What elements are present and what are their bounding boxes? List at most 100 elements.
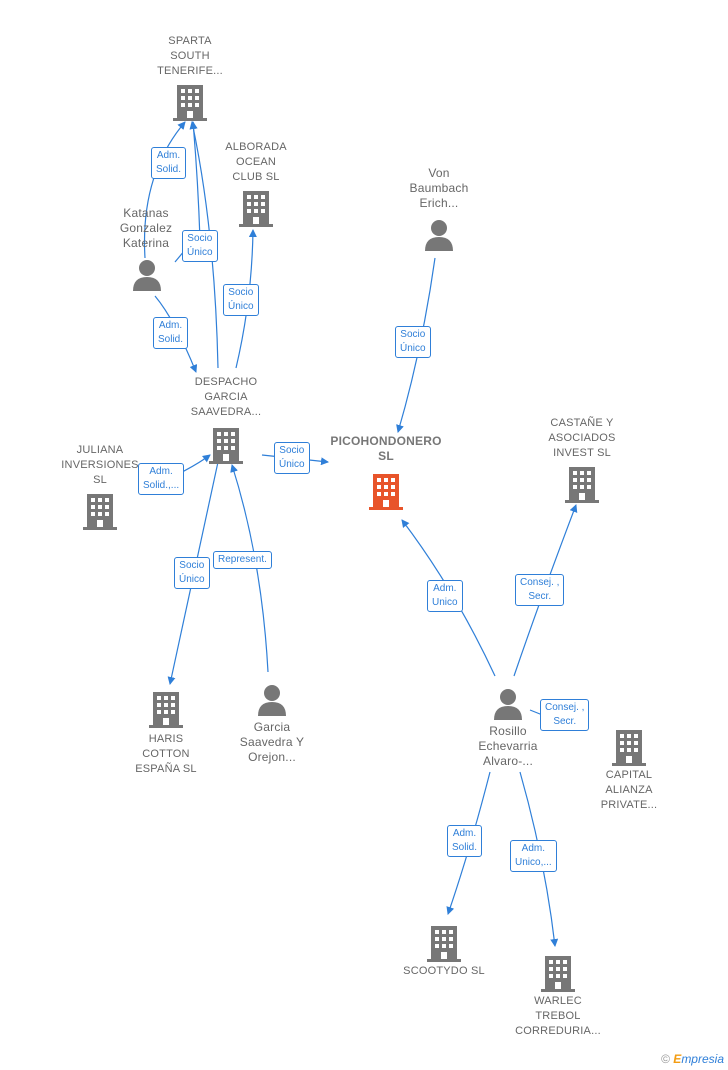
badge-line-1: Socio: [400, 329, 426, 340]
node-haris-label-1: HARIS: [148, 733, 184, 745]
node-castane-label-2: ASOCIADOS: [548, 432, 616, 444]
badge-line-2: Único: [279, 459, 305, 470]
badge-line-1: Adm.: [452, 828, 477, 839]
edge-badge-represent[interactable]: Represent.: [213, 551, 272, 569]
badge-line-1: Socio: [187, 233, 213, 244]
edge-katanas-sparta: [143, 121, 186, 259]
edge-badge-socio-unico[interactable]: Socio Único: [395, 326, 431, 358]
building-icon: [209, 428, 243, 464]
edge-badge-adm-solid[interactable]: Adm. Solid.: [153, 317, 189, 349]
node-warlec-label-3: CORREDURIA...: [515, 1025, 601, 1037]
badge-line-1: Represent.: [218, 554, 267, 565]
building-icon: [612, 730, 646, 766]
brand-watermark: © Empresia: [661, 1052, 724, 1066]
brand-logo-letter: E: [673, 1052, 682, 1066]
node-katanas[interactable]: Katanas Gonzalez Katerina: [100, 206, 192, 291]
node-castane[interactable]: CASTAÑE Y ASOCIADOS INVEST SL: [532, 416, 632, 503]
badge-line-2: Solid.,...: [143, 480, 180, 491]
node-scootydo[interactable]: SCOOTYDO SL: [394, 924, 494, 979]
badge-line-1: Adm.: [149, 466, 173, 477]
node-katanas-label-1: Katanas: [123, 206, 169, 220]
edge-badge-adm-solid[interactable]: Adm. Solid.,...: [138, 463, 185, 495]
node-capital[interactable]: CAPITAL ALIANZA PRIVATE...: [584, 728, 674, 813]
node-capital-label-3: PRIVATE...: [600, 799, 658, 811]
node-despacho-label-2: GARCIA: [204, 391, 248, 403]
node-warlec[interactable]: WARLEC TREBOL CORREDURIA...: [504, 954, 612, 1039]
node-picohondonero[interactable]: PICOHONDONERO SL: [320, 434, 452, 510]
badge-line-1: Adm.: [158, 320, 183, 331]
node-castane-label-1: CASTAÑE Y: [550, 417, 614, 429]
node-rosillo-label-3: Alvaro-...: [482, 754, 533, 768]
node-warlec-label-1: WARLEC: [534, 995, 582, 1007]
badge-line-2: Unico,...: [515, 857, 552, 868]
node-sparta-label-3: TENERIFE...: [157, 65, 223, 77]
building-icon: [149, 692, 183, 728]
node-alborada[interactable]: ALBORADA OCEAN CLUB SL: [206, 140, 306, 227]
edge-badge-adm-unico[interactable]: Adm. Unico: [427, 580, 463, 612]
node-juliana-label-1: JULIANA: [76, 444, 124, 456]
edge-badge-socio-unico[interactable]: Socio Único: [174, 557, 210, 589]
badge-line-1: Socio: [279, 445, 305, 456]
badge-line-1: Socio: [179, 560, 205, 571]
edge-badge-consej-secr[interactable]: Consej. , Secr.: [540, 699, 590, 731]
node-rosillo-label-2: Echevarria: [478, 739, 538, 753]
badge-line-2: Único: [179, 574, 205, 585]
badge-line-2: Secr.: [528, 591, 552, 602]
badge-line-1: Socio: [228, 287, 254, 298]
edge-badge-socio-unico[interactable]: Socio Único: [223, 284, 259, 316]
copyright-icon: ©: [661, 1052, 670, 1066]
node-von-label-2: Baumbach: [409, 181, 469, 195]
person-icon: [258, 685, 286, 716]
edge-badge-socio-unico[interactable]: Socio Único: [274, 442, 310, 474]
node-despacho-label-3: SAAVEDRA...: [190, 406, 262, 418]
edge-badge-consej-secr[interactable]: Consej. , Secr.: [515, 574, 565, 606]
node-alborada-label-2: OCEAN: [235, 156, 277, 168]
building-icon: [565, 467, 599, 503]
badge-line-2: Solid.: [158, 334, 184, 345]
badge-line-1: Consej. ,: [545, 702, 585, 713]
node-capital-label-2: ALIANZA: [605, 784, 653, 796]
building-icon: [239, 191, 273, 227]
building-icon: [427, 926, 461, 962]
edge-badge-adm-solid[interactable]: Adm. Solid.: [447, 825, 483, 857]
node-sparta-label-2: SOUTH: [170, 50, 210, 62]
node-juliana-label-2: INVERSIONES: [61, 459, 139, 471]
node-picohondonero-label-2: SL: [378, 449, 394, 463]
node-von-label-1: Von: [428, 166, 450, 180]
building-icon: [83, 494, 117, 530]
node-haris-label-2: COTTON: [142, 748, 190, 760]
edge-badge-adm-unico[interactable]: Adm. Unico,...: [510, 840, 557, 872]
edge-badge-adm-solid[interactable]: Adm. Solid.: [151, 147, 187, 179]
node-capital-label-1: CAPITAL: [605, 769, 653, 781]
badge-line-1: Consej. ,: [520, 577, 560, 588]
node-katanas-label-3: Katerina: [122, 236, 170, 250]
node-alborada-label-3: CLUB SL: [232, 171, 280, 183]
node-haris[interactable]: HARIS COTTON ESPAÑA SL: [118, 690, 214, 777]
node-alborada-label-1: ALBORADA: [225, 141, 287, 153]
badge-line-2: Unico: [432, 597, 458, 608]
node-katanas-label-2: Gonzalez: [119, 221, 173, 235]
brand-logo-text: mpresia: [681, 1052, 724, 1066]
person-icon: [425, 220, 453, 251]
node-von-label-3: Erich...: [419, 196, 459, 210]
node-juliana[interactable]: JULIANA INVERSIONES SL: [54, 443, 146, 530]
building-icon: [541, 956, 575, 992]
node-sparta-label-1: SPARTA: [168, 35, 212, 47]
badge-line-2: Único: [187, 247, 213, 258]
node-von[interactable]: Von Baumbach Erich...: [394, 166, 484, 251]
building-icon: [369, 474, 403, 510]
node-scootydo-label-1: SCOOTYDO SL: [403, 965, 485, 977]
node-warlec-label-2: TREBOL: [535, 1010, 581, 1022]
node-sparta[interactable]: SPARTA SOUTH TENERIFE...: [140, 34, 240, 121]
badge-line-1: Adm.: [156, 150, 181, 161]
node-despacho[interactable]: DESPACHO GARCIA SAAVEDRA...: [176, 375, 276, 464]
node-garcia-label-1: Garcia: [253, 720, 291, 734]
building-icon: [173, 85, 207, 121]
node-rosillo[interactable]: Rosillo Echevarria Alvaro-...: [462, 688, 554, 769]
node-despacho-label-1: DESPACHO: [194, 376, 258, 388]
badge-line-1: Adm.: [433, 583, 457, 594]
badge-line-2: Solid.: [452, 842, 478, 853]
node-garcia[interactable]: Garcia Saavedra Y Orejon...: [226, 684, 318, 765]
edge-badge-socio-unico[interactable]: Socio Único: [182, 230, 218, 262]
